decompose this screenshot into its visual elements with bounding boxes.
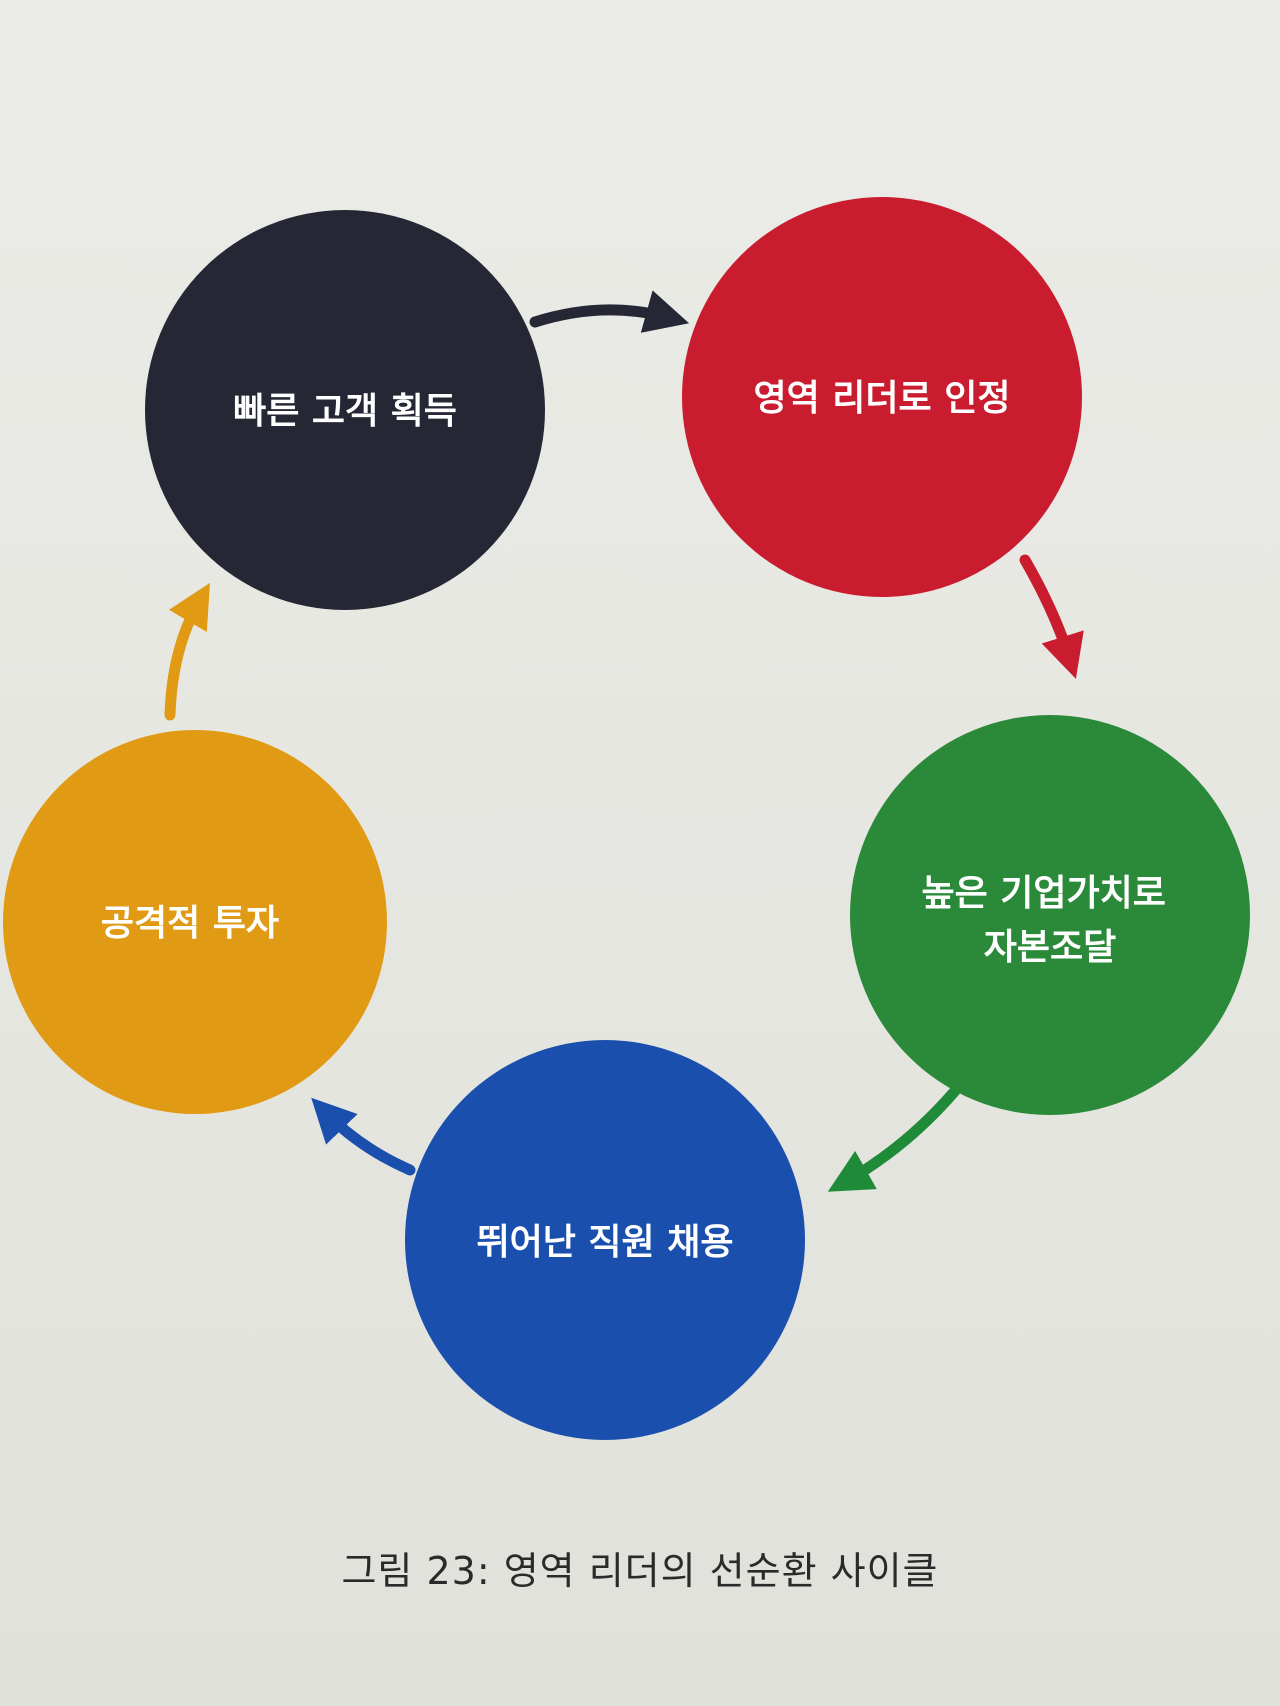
node-label: 영역 리더로 인정 (754, 378, 1011, 419)
node-circle (850, 715, 1250, 1115)
node-circle (3, 730, 387, 1114)
arrow-leader-to-capital (1019, 554, 1084, 679)
node-label-line-2: 자본조달 (984, 927, 1116, 968)
node-hire-top-talent: 뛰어난 직원 채용 (405, 1040, 805, 1440)
svg-text:영역 리더로 인정: 영역 리더로 인정 (754, 378, 1011, 419)
arrow-capital-to-hiring (827, 1079, 966, 1192)
svg-text:높은 기업가치로 자본조달: 높은 기업가치로 자본조달 (922, 873, 1179, 968)
svg-text:뛰어난 직원 채용: 뛰어난 직원 채용 (477, 1222, 734, 1263)
arrow-investment-to-acquisition (164, 582, 210, 721)
cycle-arrows (164, 290, 1084, 1192)
node-label: 공격적 투자 (101, 903, 279, 944)
node-aggressive-investment: 공격적 투자 (3, 730, 387, 1114)
node-label: 뛰어난 직원 채용 (477, 1222, 734, 1263)
node-rapid-customer-acquisition: 빠른 고객 획득 (145, 210, 545, 610)
node-raise-at-high-valuation: 높은 기업가치로 자본조달 (850, 715, 1250, 1115)
node-label: 빠른 고객 획득 (233, 391, 457, 432)
node-circle (682, 197, 1082, 597)
svg-text:공격적 투자: 공격적 투자 (101, 903, 279, 944)
node-recognized-category-leader: 영역 리더로 인정 (682, 197, 1082, 597)
node-circle (405, 1040, 805, 1440)
svg-text:빠른 고객 획득: 빠른 고객 획득 (233, 391, 457, 432)
figure-caption: 그림 23: 영역 리더의 선순환 사이클 (341, 1549, 939, 1593)
arrow-hiring-to-investment (311, 1097, 416, 1176)
arrow-acquisition-to-leader (529, 290, 690, 333)
node-label-line-1: 높은 기업가치로 (922, 873, 1166, 914)
node-circle (145, 210, 545, 610)
